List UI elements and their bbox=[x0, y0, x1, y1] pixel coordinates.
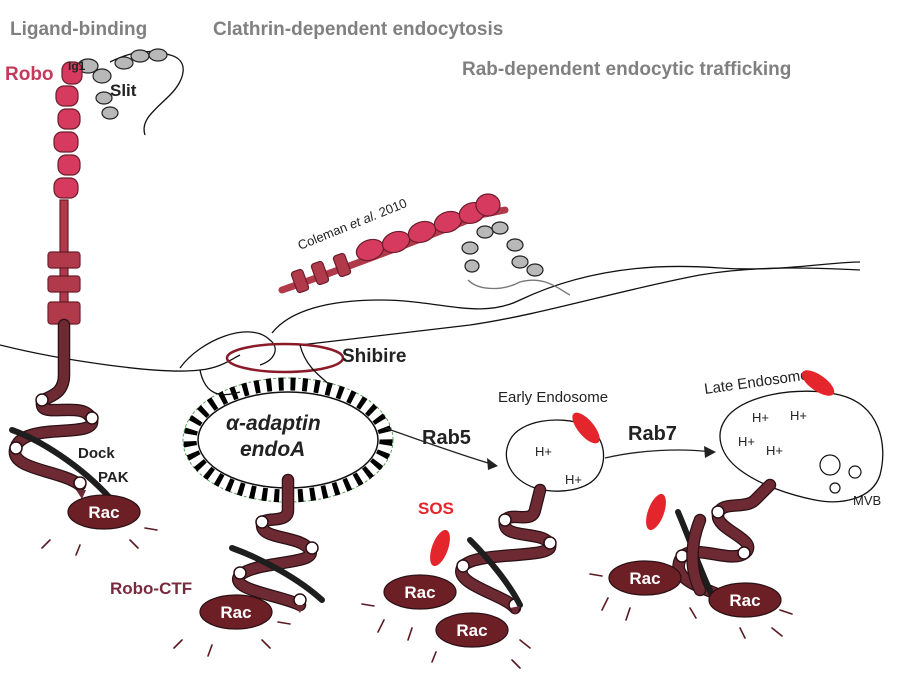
rac-protein: Rac bbox=[67, 494, 141, 530]
robo-ctf-tail bbox=[229, 473, 325, 613]
sos-label: SOS bbox=[418, 499, 454, 518]
svg-text:Rac: Rac bbox=[456, 621, 487, 640]
robo-receptor bbox=[8, 61, 113, 501]
header-ligand-binding: Ligand-binding bbox=[10, 19, 147, 40]
pak-label: PAK bbox=[98, 469, 129, 486]
late-endosome: H+ H+ H+ H+ bbox=[719, 390, 884, 503]
endoA-label: endoA bbox=[240, 438, 305, 461]
plasma-membrane-upper bbox=[179, 261, 861, 369]
ig1-label: Ig1 bbox=[68, 59, 86, 73]
svg-text:Rac: Rac bbox=[729, 591, 760, 610]
sos-protein bbox=[646, 493, 666, 531]
svg-text:H+: H+ bbox=[535, 444, 552, 459]
robo-ig-domain bbox=[53, 177, 79, 199]
slit-domain bbox=[101, 106, 119, 120]
robo-ig1-domain bbox=[61, 61, 83, 85]
early-endosome-label: Early Endosome bbox=[498, 389, 608, 406]
svg-text:Rac: Rac bbox=[220, 603, 251, 622]
mvb-vesicle bbox=[829, 482, 841, 494]
slit-domain bbox=[95, 91, 113, 105]
sos-protein bbox=[801, 370, 835, 396]
cc-motif-circle bbox=[73, 476, 87, 490]
robo-ig-domain bbox=[55, 85, 79, 107]
rab7-arrow bbox=[604, 449, 713, 459]
svg-text:H+: H+ bbox=[738, 434, 755, 449]
robo-ctf-label: Robo-CTF bbox=[110, 579, 192, 598]
svg-text:H+: H+ bbox=[790, 408, 807, 423]
cc-motif-circle bbox=[35, 393, 49, 407]
robo-slit-structure bbox=[278, 193, 571, 296]
sos-protein bbox=[572, 412, 600, 444]
svg-text:Rac: Rac bbox=[404, 583, 435, 602]
robo-ig-domain bbox=[57, 154, 81, 176]
robo-fn3-domain bbox=[47, 251, 81, 269]
svg-text:H+: H+ bbox=[752, 410, 769, 425]
mvb-vesicle bbox=[848, 465, 862, 479]
cc-motif-circle bbox=[9, 441, 23, 455]
robo-stalk bbox=[59, 199, 69, 253]
mvb-label: MVB bbox=[853, 493, 881, 508]
rab5-arrow bbox=[384, 427, 496, 466]
cc-motif-circle bbox=[85, 411, 99, 425]
dock-label: Dock bbox=[78, 445, 115, 462]
svg-text:H+: H+ bbox=[565, 472, 582, 487]
rac-protein: Rac bbox=[199, 594, 273, 630]
rab7-label: Rab7 bbox=[628, 423, 677, 445]
robo-tail-early bbox=[455, 483, 557, 615]
robo-label: Robo bbox=[5, 64, 54, 85]
shibire-label: Shibire bbox=[342, 346, 406, 367]
dock-adaptor bbox=[9, 427, 113, 501]
slit-domain bbox=[130, 49, 150, 63]
robo-ig-domain bbox=[53, 131, 79, 153]
sos-protein bbox=[430, 529, 450, 567]
header-rab-trafficking: Rab-dependent endocytic trafficking bbox=[462, 59, 791, 80]
rab5-label: Rab5 bbox=[422, 427, 471, 449]
slit-domain bbox=[114, 56, 134, 70]
slit-ligand bbox=[77, 48, 184, 136]
robo-fn3-domain bbox=[47, 275, 81, 293]
adaptin-label: α-adaptin bbox=[226, 412, 321, 435]
header-clathrin-endocytosis: Clathrin-dependent endocytosis bbox=[213, 19, 503, 40]
rac-protein: Rac bbox=[608, 560, 682, 596]
robo-tail-late bbox=[672, 478, 777, 607]
shibire-dynamin-ring bbox=[225, 342, 345, 374]
slit-domain bbox=[92, 68, 112, 84]
rac-protein: Rac bbox=[383, 574, 457, 610]
mvb-vesicle bbox=[819, 454, 841, 476]
plasma-membrane bbox=[0, 267, 861, 372]
rac-protein: Rac bbox=[708, 582, 782, 618]
slit-domain bbox=[148, 48, 168, 62]
early-endosome: H+ H+ bbox=[505, 419, 605, 492]
svg-text:Rac: Rac bbox=[88, 503, 119, 522]
svg-text:H+: H+ bbox=[766, 443, 783, 458]
rac-protein: Rac bbox=[435, 612, 509, 648]
svg-text:Rac: Rac bbox=[629, 569, 660, 588]
robo-ig-domain bbox=[57, 108, 81, 130]
slit-label: Slit bbox=[110, 81, 137, 100]
